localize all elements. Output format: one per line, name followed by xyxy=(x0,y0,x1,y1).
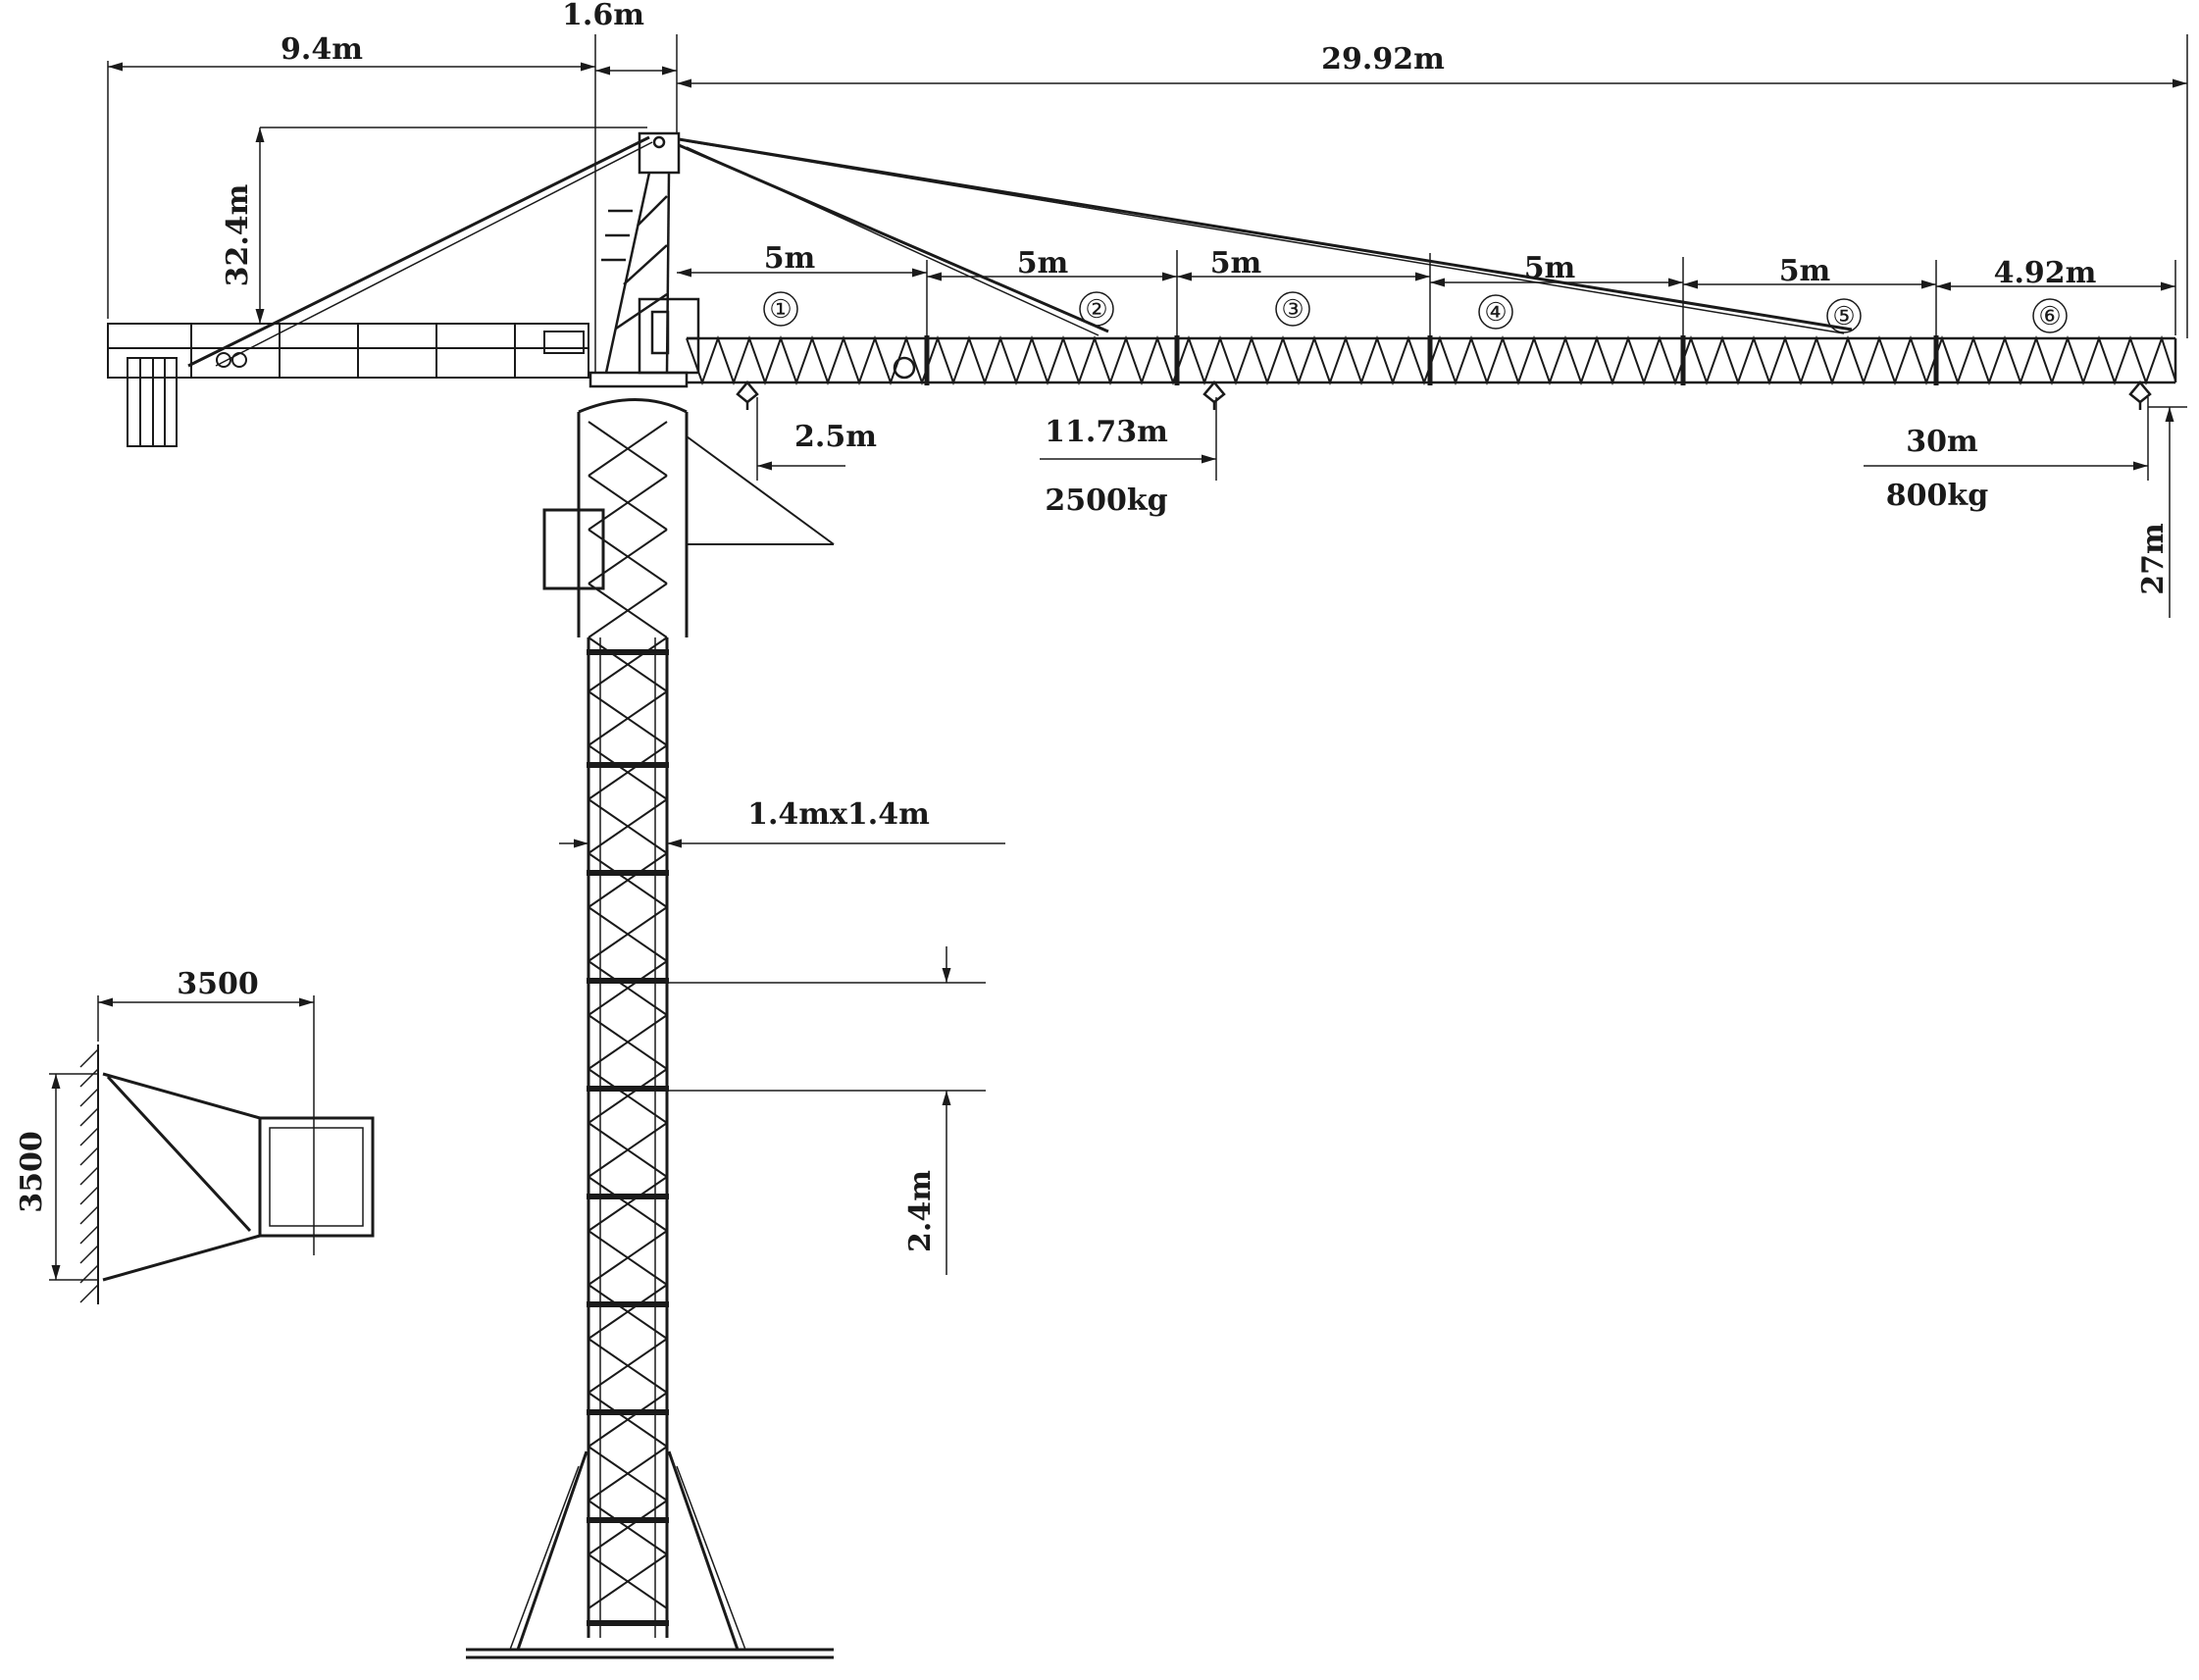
label-mast-offset: 1.6m xyxy=(562,0,644,32)
mast-lacing xyxy=(587,421,669,1626)
hooks xyxy=(736,381,2152,410)
label-section-4-length: 5m xyxy=(1524,251,1576,285)
section-number-1: ① xyxy=(769,295,792,325)
label-radius-2: 11.73m xyxy=(1045,415,1168,449)
label-counter-jib-length: 9.4m xyxy=(281,32,363,67)
mast xyxy=(542,398,835,1638)
section-number-2: ② xyxy=(1085,295,1107,325)
label-load-3: 800kg xyxy=(1886,479,1988,513)
counter-jib-pendants xyxy=(187,135,653,368)
label-section-5-length: 5m xyxy=(1779,254,1831,288)
label-radius-3: 30m xyxy=(1906,425,1978,459)
label-tie-vertical: 3500 xyxy=(15,1131,49,1213)
label-section-1-length: 5m xyxy=(764,241,816,276)
label-tower-top-height: 32.4m xyxy=(221,183,255,286)
label-jib-length: 29.92m xyxy=(1321,42,1445,76)
label-section-3-length: 5m xyxy=(1210,246,1262,280)
label-section-height: 2.4m xyxy=(903,1170,938,1252)
label-tie-horizontal: 3500 xyxy=(177,967,259,1001)
counter-jib xyxy=(107,323,589,447)
dimension-lines xyxy=(49,34,2188,1281)
base xyxy=(466,1451,834,1659)
label-section-6-length: 4.92m xyxy=(1994,256,2097,290)
label-load-2: 2500kg xyxy=(1045,484,1167,518)
section-number-3: ③ xyxy=(1281,295,1304,325)
tower-head xyxy=(588,131,700,388)
jib xyxy=(686,334,2177,385)
label-section-2-length: 5m xyxy=(1017,246,1069,280)
jib-pendants xyxy=(678,137,1853,336)
section-markers: ① ② ③ ④ ⑤ ⑥ xyxy=(763,291,2068,333)
label-hook-height: 27m xyxy=(2136,523,2171,595)
label-radius-1: 2.5m xyxy=(794,420,877,454)
label-mast-section: 1.4mx1.4m xyxy=(747,797,930,832)
section-number-6: ⑥ xyxy=(2038,302,2061,331)
section-number-4: ④ xyxy=(1484,298,1507,328)
section-number-5: ⑤ xyxy=(1832,302,1855,331)
wall-tie-detail xyxy=(79,1044,375,1304)
